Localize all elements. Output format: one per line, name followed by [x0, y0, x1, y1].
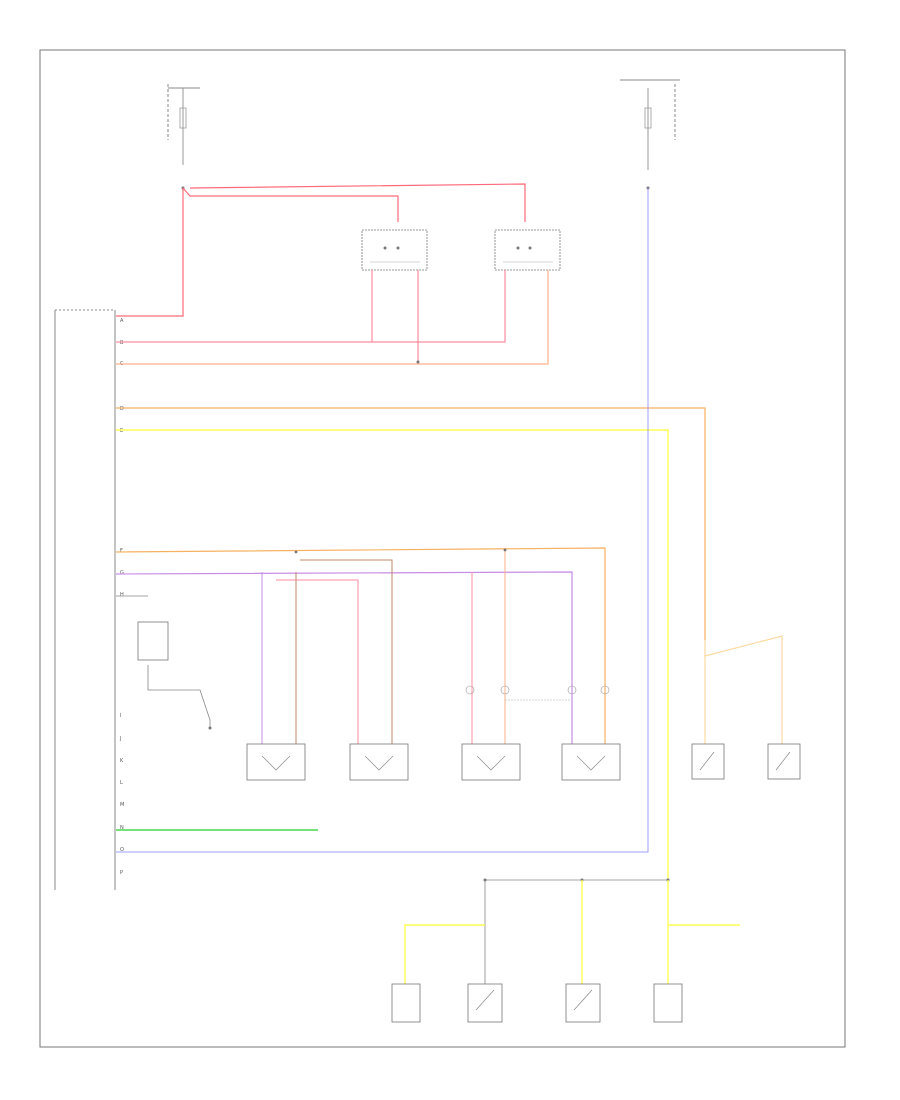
door-ajar-sensor [137, 621, 212, 730]
red-power-feed [116, 183, 526, 317]
svg-text:M: M [120, 802, 124, 808]
top-left-power-source [167, 84, 200, 190]
bottom-components [391, 983, 683, 1023]
svg-text:J: J [119, 736, 121, 742]
door-lock-actuators [246, 743, 621, 781]
svg-text:K: K [120, 758, 124, 764]
svg-text:G: G [120, 570, 124, 576]
svg-text:B: B [120, 340, 124, 346]
svg-text:L: L [120, 780, 123, 786]
svg-text:D: D [120, 406, 124, 412]
svg-text:I: I [120, 713, 121, 719]
long-right-runs [116, 407, 706, 880]
svg-text:E: E [120, 428, 123, 434]
bottom-yellow-distribution [404, 878, 740, 984]
contact-switches [465, 685, 610, 701]
bus-taps [261, 548, 507, 744]
svg-text:P: P [120, 870, 123, 876]
svg-text:O: O [120, 847, 124, 853]
svg-text:F: F [120, 548, 123, 554]
svg-text:N: N [120, 825, 124, 831]
blue-wire [116, 188, 649, 853]
middle-bus-wires [115, 547, 606, 744]
diagram-frame [39, 49, 846, 1048]
left-door-lock-switch [361, 229, 428, 271]
svg-text:H: H [120, 592, 124, 598]
module-pin-labels: A B C D E F G H I J K L M N O P [119, 318, 124, 876]
lock-unlock-wires [116, 270, 549, 365]
control-module: A B C D E F G H I J K L M N O P [54, 309, 124, 890]
top-right-power-source [620, 79, 680, 190]
svg-text:A: A [120, 318, 124, 324]
right-door-ajar-switches [691, 635, 801, 780]
right-door-lock-switch [494, 229, 561, 271]
